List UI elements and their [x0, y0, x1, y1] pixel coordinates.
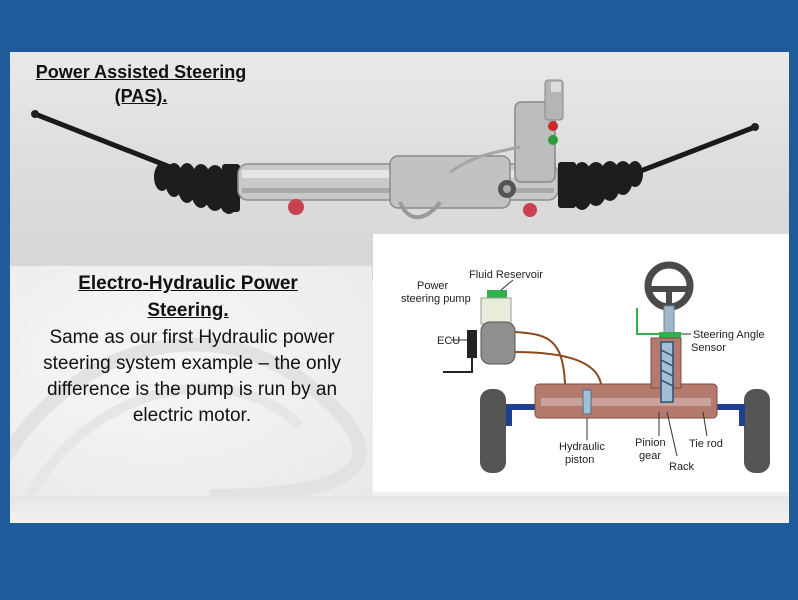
label-tie-rod: Tie rod: [689, 438, 723, 450]
label-steering-sensor-1: Steering Angle: [693, 329, 765, 341]
label-hydraulic-1: Hydraulic: [559, 441, 605, 453]
steering-wheel-icon: [644, 261, 694, 311]
section-heading: Electro-Hydraulic Power Steering.: [78, 273, 298, 321]
eps-diagram: Fluid Reservoir Power steering pump ECU …: [373, 234, 789, 492]
fluid-reservoir: [487, 290, 507, 300]
label-ecu: ECU: [437, 335, 460, 347]
electric-pump: [480, 321, 516, 365]
background-swirl: [10, 337, 367, 496]
right-tire: [744, 389, 770, 473]
ecu-box: [467, 330, 477, 358]
label-steering-sensor-2: Sensor: [691, 342, 726, 354]
label-pinion-2: gear: [639, 450, 661, 462]
slide: Power Assisted Steering (PAS). Electro-H…: [10, 52, 789, 523]
label-pinion-1: Pinion: [635, 437, 666, 449]
steering-rack-illustration: [31, 79, 759, 220]
left-tire: [480, 389, 506, 473]
section-body: Same as our first Hydraulic power steeri…: [43, 327, 341, 426]
slide-title: Power Assisted Steering (PAS).: [35, 62, 247, 106]
label-hydraulic-2: piston: [565, 454, 594, 466]
label-rack: Rack: [669, 461, 695, 473]
bottom-band: [10, 496, 789, 523]
steering-angle-sensor: [659, 332, 681, 341]
label-power-pump-2: steering pump: [401, 293, 471, 305]
label-power-pump-1: Power: [417, 280, 449, 292]
label-fluid-reservoir: Fluid Reservoir: [469, 269, 543, 281]
